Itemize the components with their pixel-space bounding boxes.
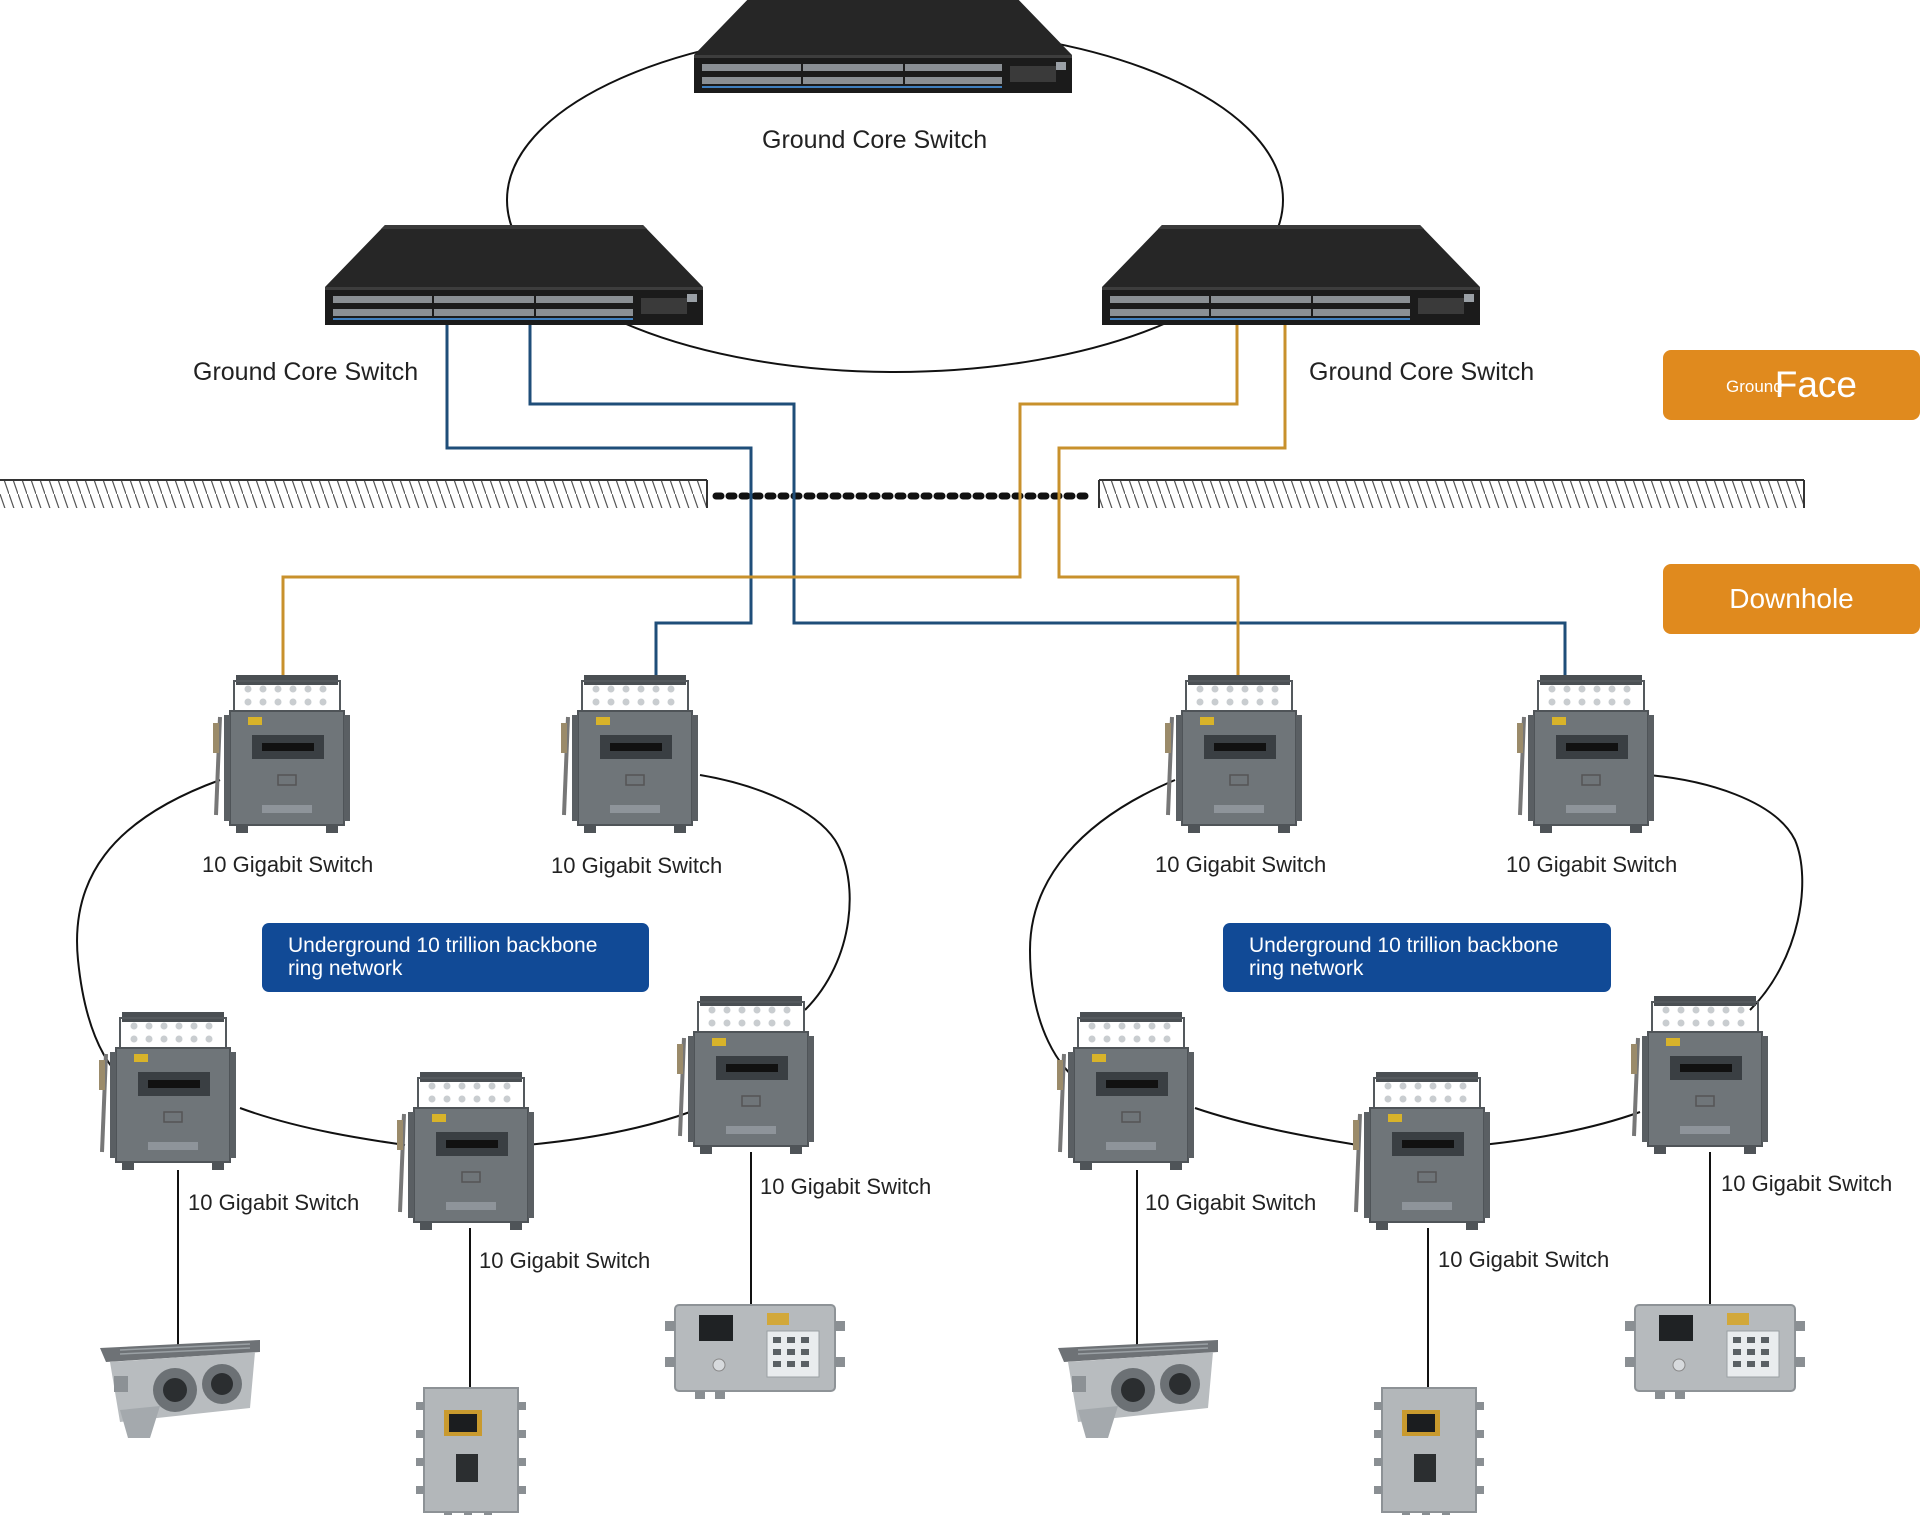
core-switch-label-right: Ground Core Switch: [1309, 358, 1535, 386]
enclosure-switch-icon: [1629, 994, 1770, 1156]
enclosure-switch-icon: [1351, 1070, 1492, 1232]
ring2-switch-label: 10 Gigabit Switch: [1721, 1171, 1893, 1196]
orange-uplinks: [281, 324, 1287, 680]
keypad-terminal-icon: [664, 1304, 846, 1400]
ring2-backbone-label: Underground 10 trillion backbone ring ne…: [1223, 923, 1611, 992]
core-switch-top-icon: [693, 0, 1073, 94]
underground-ring-2-line: [1028, 774, 1804, 1146]
ring1-switch-label: 10 Gigabit Switch: [188, 1190, 360, 1215]
ground-surface-line: [0, 479, 1805, 508]
enclosure-switch-icon: [1163, 673, 1304, 835]
enclosure-switch-icon: [559, 673, 700, 835]
ring2-switch-label: 10 Gigabit Switch: [1506, 852, 1678, 877]
core-switch-label-top: Ground Core Switch: [762, 126, 988, 154]
core-switch-left-icon: [324, 224, 704, 326]
ground-face-badge: Ground Face: [1663, 350, 1920, 420]
control-box-icon: [415, 1387, 527, 1515]
enclosure-switch-icon: [675, 994, 816, 1156]
core-switch-right-icon: [1101, 224, 1481, 326]
enclosure-switch-icon: [395, 1070, 536, 1232]
ring1-switch-label: 10 Gigabit Switch: [202, 852, 374, 877]
enclosure-switch-icon: [97, 1010, 238, 1172]
ring2-switch-label: 10 Gigabit Switch: [1155, 852, 1327, 877]
downhole-badge: Downhole: [1663, 564, 1920, 634]
device-links: [177, 1152, 1711, 1393]
ring2-switch-label: 10 Gigabit Switch: [1145, 1190, 1317, 1215]
enclosure-switch-icon: [1055, 1010, 1196, 1172]
ring2-switch-label: 10 Gigabit Switch: [1438, 1247, 1610, 1272]
camera-icon: [1057, 1339, 1219, 1439]
ground-face-small-text: Ground: [1726, 377, 1783, 396]
core-switch-label-left: Ground Core Switch: [193, 358, 419, 386]
keypad-terminal-icon: [1624, 1304, 1806, 1400]
ring1-switch-label: 10 Gigabit Switch: [551, 853, 723, 878]
control-box-icon: [1373, 1387, 1485, 1515]
ring1-switch-label: 10 Gigabit Switch: [479, 1248, 651, 1273]
ring1-backbone-label: Underground 10 trillion backbone ring ne…: [262, 923, 649, 992]
ring1-switch-label: 10 Gigabit Switch: [760, 1174, 932, 1199]
blue-uplinks: [445, 324, 1567, 680]
camera-icon: [99, 1339, 261, 1439]
enclosure-switch-icon: [1515, 673, 1656, 835]
ground-face-large-text: Face: [1774, 364, 1857, 405]
enclosure-switch-icon: [211, 673, 352, 835]
